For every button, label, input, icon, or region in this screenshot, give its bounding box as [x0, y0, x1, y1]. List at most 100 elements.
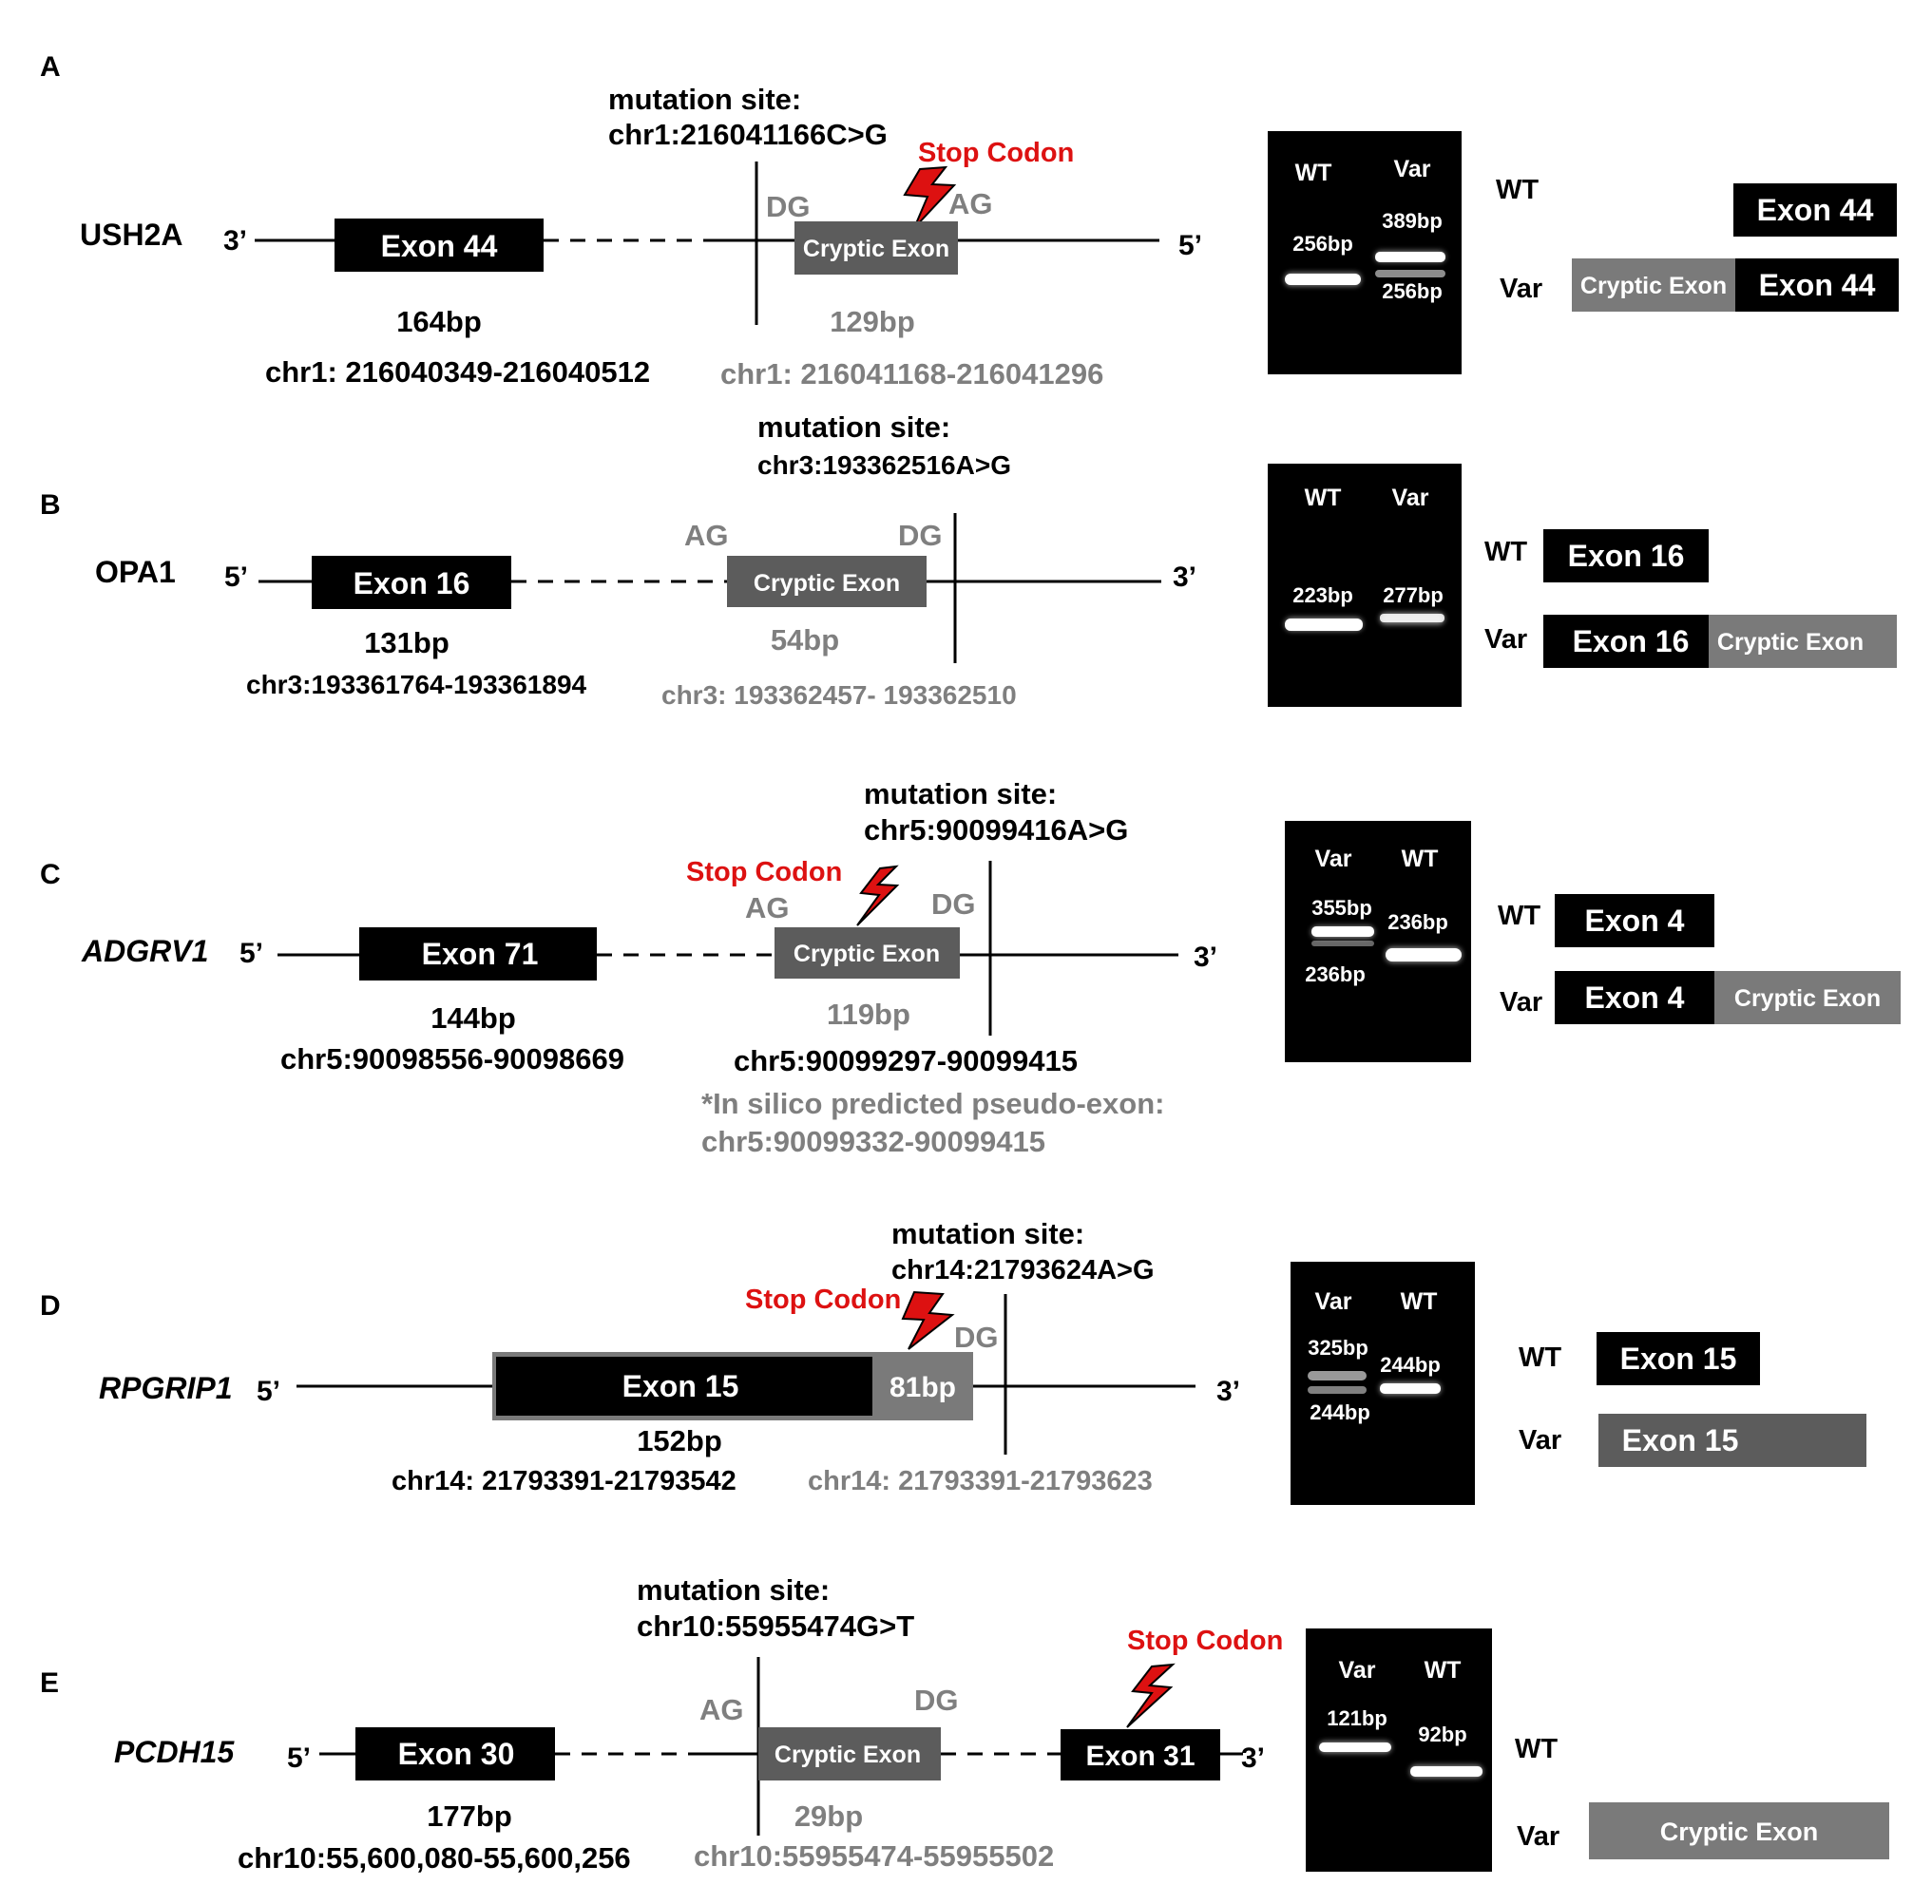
isoform-exon-box	[1555, 971, 1714, 1024]
gel-band	[1375, 270, 1445, 277]
gel-lane-label: Var	[1394, 156, 1431, 182]
panel-letter: C	[40, 859, 61, 890]
cryptic-exon-label: Cryptic Exon	[775, 1742, 921, 1768]
mutation-coord: chr3:193362516A>G	[757, 450, 1011, 480]
panel-c: C ADGRV1 5’ 3’ Exon 71 144bp chr5:900985…	[40, 777, 1901, 1158]
isoform-cryptic-box	[1572, 258, 1735, 312]
gel-band-label: 277bp	[1383, 583, 1444, 607]
isoform-label-var: Var	[1484, 624, 1527, 655]
exon-size: 144bp	[430, 1001, 516, 1035]
splice-site-label: AG	[699, 1693, 744, 1726]
isoform-label-var: Var	[1500, 987, 1542, 1018]
gene-name: USH2A	[80, 218, 182, 252]
isoform-exon-label: Exon 15	[1622, 1423, 1739, 1457]
gel-background	[1285, 821, 1471, 1062]
cryptic-coords: chr10:55955474-55955502	[694, 1839, 1054, 1873]
cryptic-size: 29bp	[794, 1799, 863, 1833]
exon-coords: chr10:55,600,080-55,600,256	[238, 1841, 631, 1875]
exon-label: Exon 15	[622, 1369, 739, 1403]
exon-box	[1061, 1729, 1220, 1780]
isoform-cryptic-box	[1709, 615, 1897, 668]
exon-label: Exon 71	[422, 937, 539, 971]
mutation-title: mutation site:	[608, 83, 801, 116]
lightning-bolt-icon	[1126, 1663, 1176, 1728]
end-label-right: 3’	[1216, 1376, 1240, 1407]
exon-label: Exon 30	[398, 1737, 515, 1771]
exon-size: 131bp	[364, 626, 450, 659]
cryptic-exon-box	[775, 927, 960, 979]
exon-box	[359, 927, 597, 981]
lightning-bolt-icon	[903, 165, 957, 229]
mutation-title: mutation site:	[757, 410, 950, 444]
gel-band-label: 389bp	[1382, 209, 1443, 233]
gel-band-label: 236bp	[1305, 962, 1366, 986]
isoform-label-wt: WT	[1496, 175, 1539, 205]
gel-lane-label: Var	[1315, 846, 1352, 872]
pseudo-exon-note: *In silico predicted pseudo-exon:	[701, 1087, 1164, 1120]
splice-site-label: DG	[898, 519, 943, 552]
gel-lane-label: Var	[1339, 1657, 1376, 1684]
gel-band	[1311, 926, 1374, 937]
gene-name: RPGRIP1	[99, 1371, 232, 1405]
isoform-exon-box	[1735, 258, 1899, 312]
gel-lane-label: WT	[1305, 485, 1342, 511]
end-label-right: 3’	[1241, 1742, 1265, 1774]
gene-name: ADGRV1	[81, 934, 208, 968]
panel-e: E PCDH15 5’ 3’ Exon 30 177bp chr10:55,60…	[40, 1573, 1889, 1875]
stop-codon-label: Stop Codon	[918, 138, 1074, 168]
isoform-exon-box	[1597, 1332, 1760, 1385]
mutation-coord: chr1:216041166C>G	[608, 118, 888, 151]
end-label-right: 3’	[1194, 942, 1217, 973]
isoform-label-wt: WT	[1515, 1734, 1558, 1764]
end-label-left: 5’	[257, 1376, 280, 1407]
gel-band	[1311, 941, 1374, 946]
gel-band-label: 256bp	[1292, 232, 1353, 256]
exon-coords: chr5:90098556-90098669	[280, 1042, 624, 1076]
exon-box	[496, 1357, 872, 1416]
mutation-title: mutation site:	[637, 1573, 830, 1607]
exon-box	[355, 1727, 555, 1780]
cryptic-coords: chr3: 193362457- 193362510	[661, 680, 1017, 710]
gel-band	[1375, 252, 1445, 262]
gel-band	[1308, 1386, 1367, 1394]
exon-box	[335, 219, 544, 272]
gel-image: WT Var 256bp 389bp 256bp	[1268, 131, 1462, 374]
gel-band-label: 325bp	[1308, 1336, 1368, 1360]
gel-lane-label: WT	[1401, 1288, 1438, 1315]
pseudo-exon-coords: chr5:90099332-90099415	[701, 1125, 1045, 1158]
extension-coords: chr14: 21793391-21793623	[808, 1466, 1153, 1496]
gel-band-label: 256bp	[1382, 279, 1443, 303]
gel-band	[1380, 614, 1444, 622]
gel-image: Var WT 121bp 92bp	[1306, 1628, 1492, 1872]
cryptic-exon-label: Cryptic Exon	[754, 570, 900, 597]
cryptic-coords: chr1: 216041168-216041296	[720, 357, 1103, 390]
isoform-cryptic-label: Cryptic Exon	[1734, 985, 1881, 1012]
gene-name: OPA1	[95, 555, 176, 589]
cryptic-exon-box	[794, 221, 958, 275]
isoform-exon-label: Exon 16	[1573, 624, 1690, 658]
gel-lane-label: WT	[1425, 1657, 1462, 1684]
isoform-cryptic-box	[1714, 971, 1901, 1024]
stop-codon-label: Stop Codon	[1127, 1626, 1283, 1656]
stop-codon-label: Stop Codon	[686, 857, 842, 887]
exon-coords: chr14: 21793391-21793542	[392, 1466, 736, 1496]
gel-band	[1410, 1766, 1482, 1777]
isoform-label-wt: WT	[1498, 901, 1540, 931]
isoform-label-wt: WT	[1519, 1342, 1561, 1373]
exon-coords: chr1: 216040349-216040512	[265, 355, 650, 389]
end-label-left: 3’	[223, 225, 247, 257]
panel-letter: A	[40, 51, 61, 83]
exon-size: 152bp	[637, 1424, 722, 1457]
splice-site-label: DG	[931, 887, 976, 921]
isoform-cryptic-label: Cryptic Exon	[1660, 1818, 1819, 1846]
exon-coords: chr3:193361764-193361894	[246, 670, 587, 699]
cryptic-size: 119bp	[827, 998, 910, 1031]
cryptic-coords: chr5:90099297-90099415	[734, 1044, 1078, 1077]
isoform-cryptic-label: Cryptic Exon	[1580, 273, 1727, 299]
gel-lane-label: Var	[1315, 1288, 1352, 1315]
isoform-exon-box	[1555, 894, 1714, 947]
panel-letter: E	[40, 1667, 59, 1699]
gel-band	[1319, 1742, 1391, 1752]
gel-image: Var WT 325bp 244bp 244bp	[1291, 1262, 1475, 1505]
